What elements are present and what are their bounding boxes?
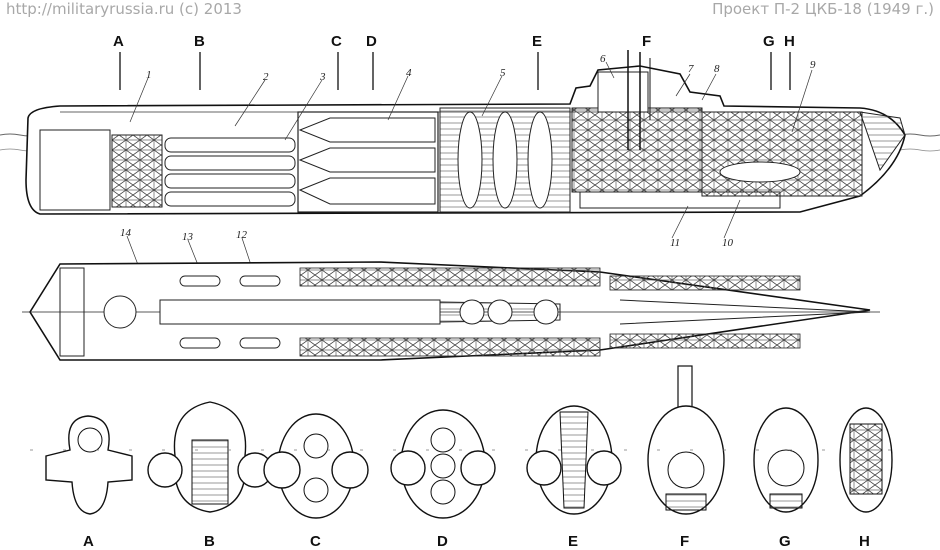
section-letter-a: A bbox=[113, 33, 124, 50]
callout-8: 8 bbox=[714, 63, 720, 75]
section-letter-d: D bbox=[366, 33, 377, 50]
section-markers-top bbox=[119, 52, 791, 90]
cross-label-a: A bbox=[83, 533, 94, 550]
cross-label-h: H bbox=[859, 533, 870, 550]
cross-section-labels: A B C D E F G H bbox=[83, 533, 870, 550]
cross-section-h bbox=[839, 407, 893, 513]
section-letter-h: H bbox=[784, 33, 795, 50]
cross-section-f bbox=[647, 365, 725, 515]
callout-1: 1 bbox=[146, 69, 152, 81]
source-watermark: http://militaryrussia.ru (c) 2013 bbox=[6, 0, 242, 18]
cross-section-d bbox=[390, 409, 496, 519]
cross-label-b: B bbox=[204, 533, 215, 550]
cross-label-c: C bbox=[310, 533, 321, 550]
callout-2: 2 bbox=[263, 71, 269, 83]
cross-section-b bbox=[147, 401, 273, 513]
cross-section-c bbox=[263, 413, 369, 519]
section-letter-f: F bbox=[642, 33, 651, 50]
section-letter-b: B bbox=[194, 33, 205, 50]
cross-section-g bbox=[753, 407, 819, 513]
section-letters-top: A B C D E F G H bbox=[113, 33, 795, 50]
callout-12: 12 bbox=[236, 229, 248, 241]
cross-label-f: F bbox=[680, 533, 689, 550]
section-letter-c: C bbox=[331, 33, 342, 50]
callout-5: 5 bbox=[500, 67, 506, 79]
callout-9: 9 bbox=[810, 59, 816, 71]
callout-7: 7 bbox=[688, 63, 694, 75]
callout-4: 4 bbox=[406, 67, 412, 79]
cross-sections bbox=[30, 365, 900, 519]
callout-13: 13 bbox=[182, 231, 194, 243]
cross-label-e: E bbox=[568, 533, 578, 550]
cross-label-g: G bbox=[779, 533, 791, 550]
cross-section-a bbox=[45, 415, 133, 515]
cross-section-e bbox=[526, 405, 622, 515]
callouts bbox=[126, 61, 813, 281]
plan-view bbox=[22, 261, 880, 361]
cross-label-d: D bbox=[437, 533, 448, 550]
callout-6: 6 bbox=[600, 53, 606, 65]
callout-11: 11 bbox=[670, 237, 680, 249]
section-letter-g: G bbox=[763, 33, 775, 50]
callout-numbers: 1 2 3 4 5 6 7 8 9 10 11 12 13 14 bbox=[120, 53, 816, 249]
callout-3: 3 bbox=[319, 71, 326, 83]
project-caption: Проект П-2 ЦКБ-18 (1949 г.) bbox=[712, 0, 934, 18]
callout-10: 10 bbox=[722, 237, 734, 249]
callout-14: 14 bbox=[120, 227, 132, 239]
section-letter-e: E bbox=[532, 33, 542, 50]
side-elevation bbox=[0, 50, 940, 215]
